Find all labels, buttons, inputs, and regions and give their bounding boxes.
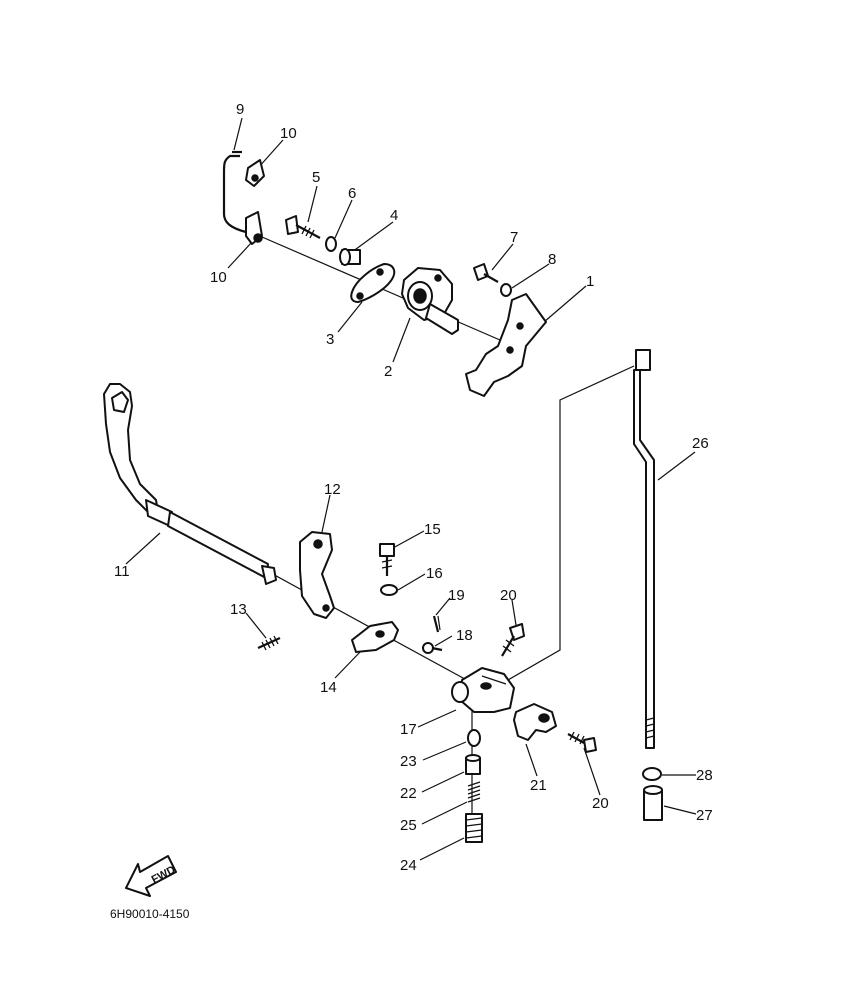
part-12-shift-arm xyxy=(299,531,335,619)
part-17-slider xyxy=(451,667,515,713)
part-16-washer xyxy=(380,584,398,596)
part-11-shift-lever xyxy=(103,383,277,585)
part-14-joint xyxy=(351,621,399,653)
label-part-11: 11 xyxy=(114,563,130,580)
part-10-lower-clip xyxy=(245,211,263,245)
part-13-spring xyxy=(257,635,281,651)
part-8-washer xyxy=(500,283,512,297)
label-part-9: 9 xyxy=(236,101,244,118)
part-18-pin xyxy=(422,642,443,654)
part-2-cam-bracket xyxy=(401,267,459,335)
label-part-20b: 20 xyxy=(592,795,609,812)
part-7-bolt xyxy=(473,263,499,283)
label-part-10: 10 xyxy=(280,125,297,142)
label-part-12: 12 xyxy=(324,481,341,498)
part-24-plug xyxy=(465,813,483,843)
part-number-labels: 9 10 5 6 4 7 8 1 10 3 2 26 12 15 11 16 1… xyxy=(114,101,713,874)
part-15-bolt xyxy=(379,543,395,576)
label-part-17: 17 xyxy=(400,721,417,738)
drawing-code: 6H90010-4150 xyxy=(110,907,190,921)
part-22-detent xyxy=(465,754,481,775)
label-part-14: 14 xyxy=(320,679,337,696)
label-part-27: 27 xyxy=(696,807,713,824)
label-part-21: 21 xyxy=(530,777,547,794)
label-part-22: 22 xyxy=(400,785,417,802)
part-6-washer xyxy=(325,236,337,252)
label-part-15: 15 xyxy=(424,521,441,538)
label-part-16: 16 xyxy=(426,565,443,582)
part-25-spring xyxy=(467,781,481,803)
part-20-screw-upper xyxy=(501,623,525,657)
label-part-18: 18 xyxy=(456,627,473,644)
label-part-13: 13 xyxy=(230,601,247,618)
part-20-screw-lower xyxy=(567,731,597,753)
leader-lines xyxy=(125,117,697,861)
part-28-nut xyxy=(642,767,662,781)
part-5-bolt xyxy=(285,215,321,239)
label-part-6: 6 xyxy=(348,185,356,202)
label-part-5: 5 xyxy=(312,169,320,186)
label-part-28: 28 xyxy=(696,767,713,784)
label-part-1: 1 xyxy=(586,273,594,290)
label-part-26: 26 xyxy=(692,435,709,452)
label-part-3: 3 xyxy=(326,331,334,348)
part-10-upper-clip xyxy=(245,159,265,187)
part-1-bracket-plate xyxy=(465,293,547,397)
label-part-19: 19 xyxy=(448,587,465,604)
label-part-20a: 20 xyxy=(500,587,517,604)
part-19-cotter-pin xyxy=(432,615,441,633)
assembly-guide-lines xyxy=(169,236,635,830)
part-21-clamp xyxy=(513,703,557,741)
part-3-link xyxy=(350,263,396,303)
fwd-arrow-icon: FWD xyxy=(125,855,177,897)
label-part-7: 7 xyxy=(510,229,518,246)
label-part-24: 24 xyxy=(400,857,417,874)
label-part-2: 2 xyxy=(384,363,392,380)
label-part-25: 25 xyxy=(400,817,417,834)
part-27-sleeve xyxy=(643,785,663,821)
label-part-10b: 10 xyxy=(210,269,227,286)
label-part-4: 4 xyxy=(390,207,398,224)
part-4-collar xyxy=(339,248,361,266)
part-9-link-rod xyxy=(222,154,247,234)
label-part-23: 23 xyxy=(400,753,417,770)
part-23-ball xyxy=(467,729,481,747)
label-part-8: 8 xyxy=(548,251,556,268)
part-26-shift-rod xyxy=(633,349,655,749)
